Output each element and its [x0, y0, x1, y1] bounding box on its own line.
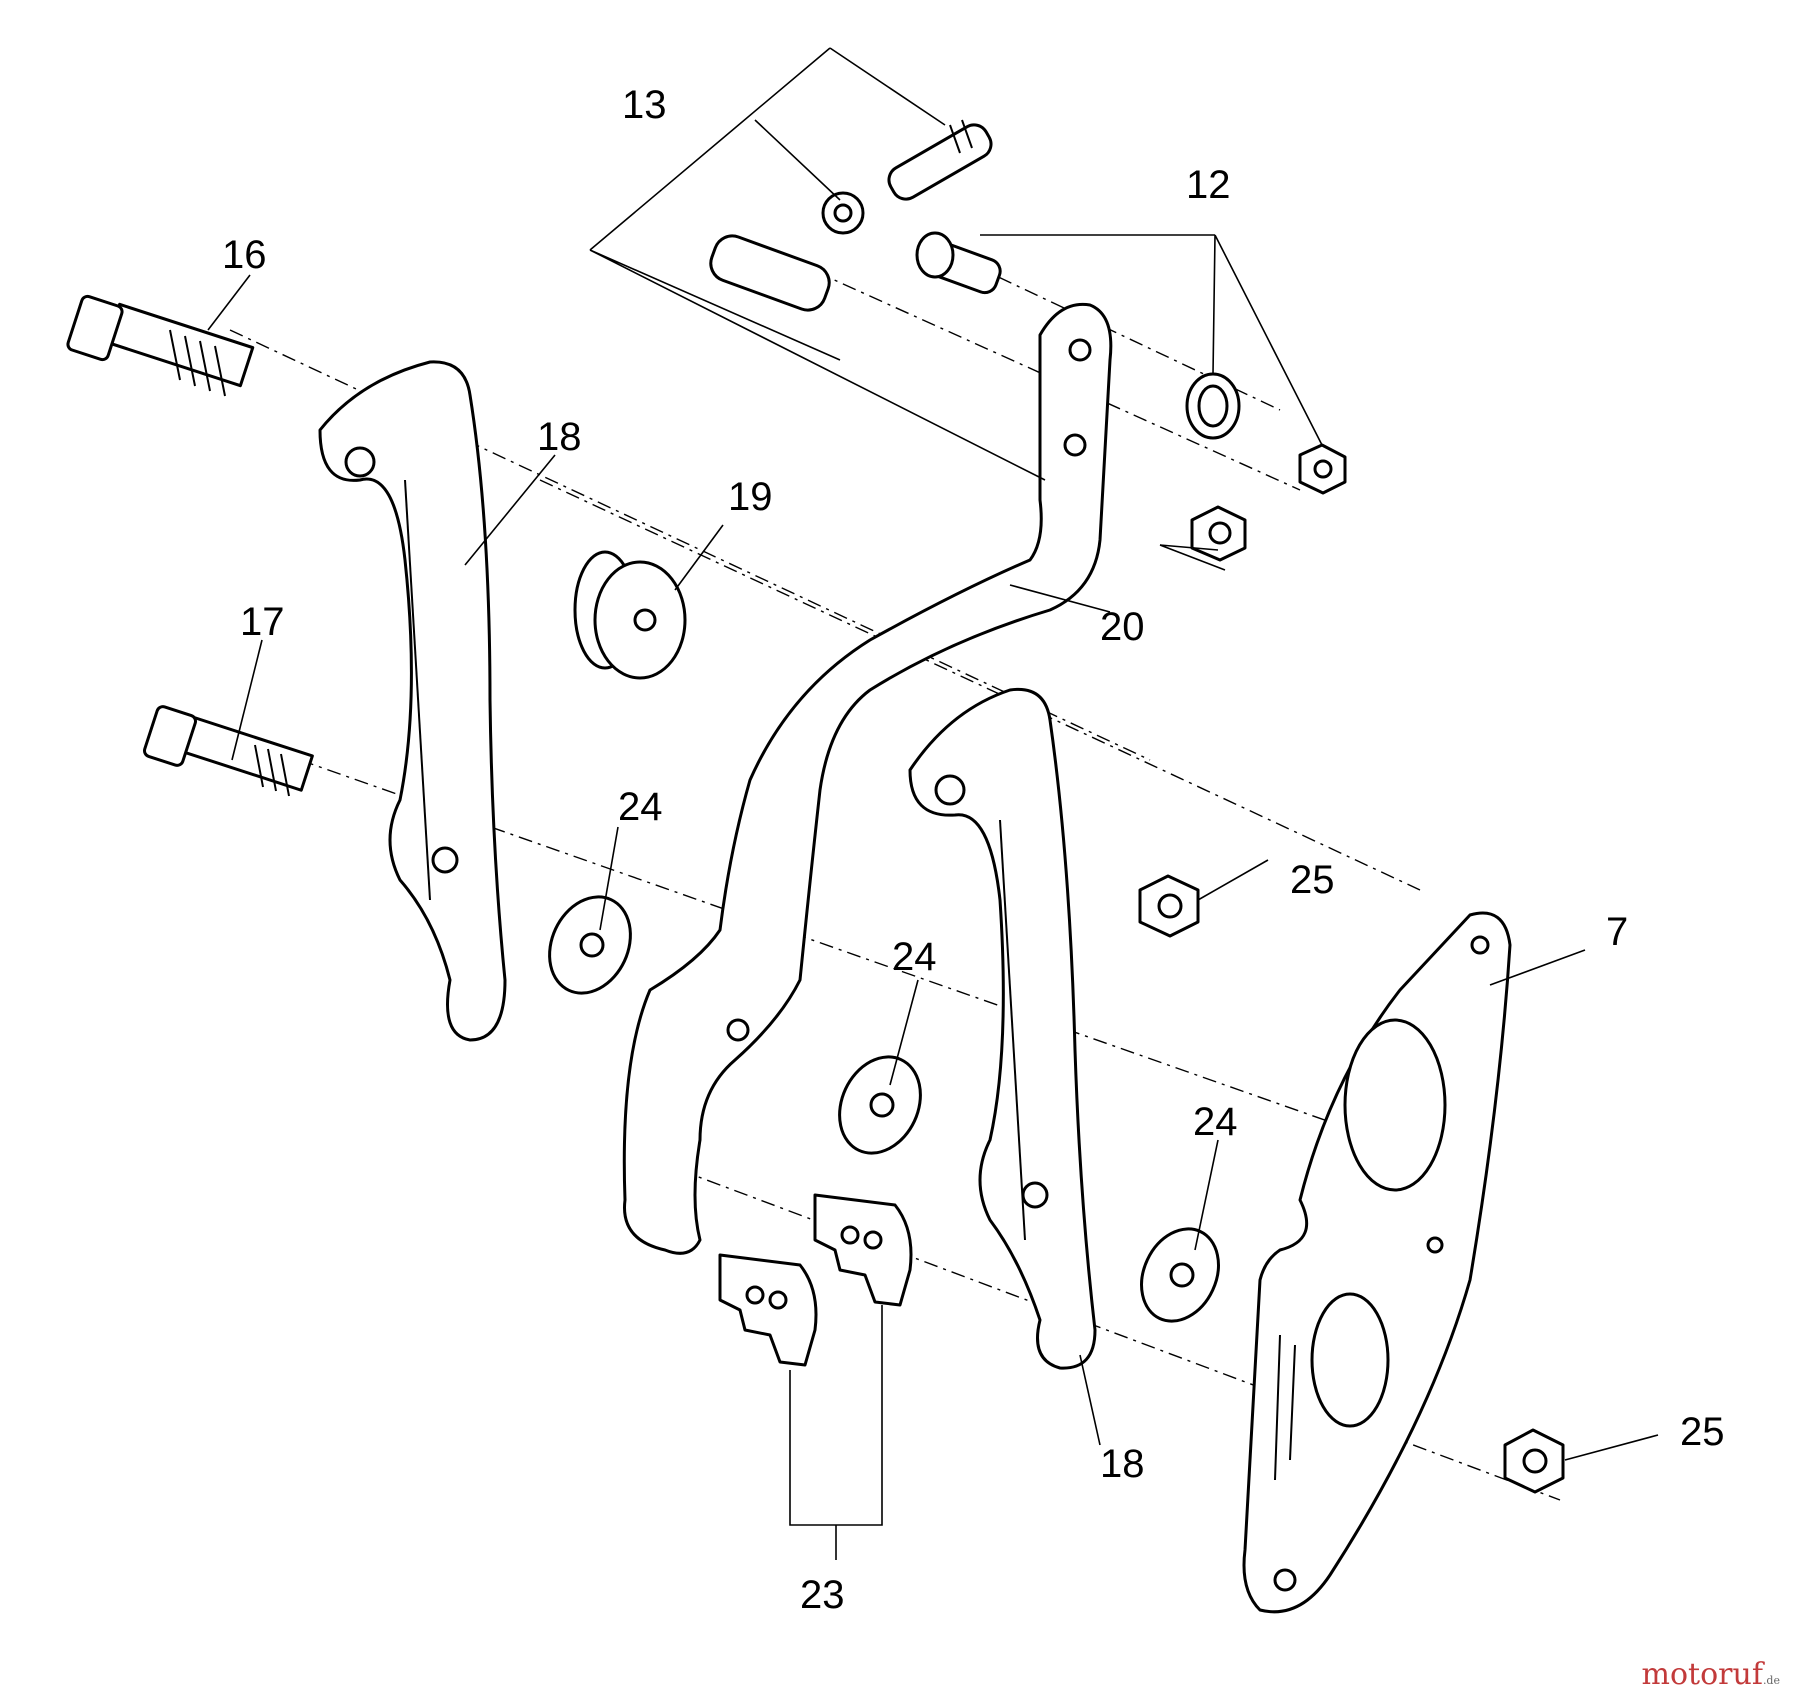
watermark-brand: motoruf	[1641, 1657, 1763, 1692]
lever-20	[622, 302, 1113, 1255]
brake-pad-23a	[718, 1253, 818, 1367]
callout-20: 20	[1100, 605, 1145, 649]
callout-23: 23	[800, 1573, 845, 1617]
callout-24-right: 24	[1193, 1100, 1238, 1144]
nut-12	[1298, 443, 1347, 495]
arm-18-left	[318, 360, 507, 1042]
callout-25-lower: 25	[1680, 1410, 1725, 1454]
locknut-25a	[1138, 874, 1200, 938]
arm-18-right	[908, 687, 1097, 1370]
callout-24-left: 24	[618, 785, 663, 829]
pin-12	[915, 231, 1002, 295]
watermark-tld: .de	[1762, 1674, 1780, 1687]
callout-12: 12	[1186, 163, 1231, 207]
leader-lines	[207, 47, 1659, 1560]
brake-pad-23b	[813, 1193, 913, 1307]
callout-17: 17	[240, 600, 285, 644]
linkage-13	[709, 119, 993, 312]
callout-13: 13	[622, 83, 667, 127]
washer-12	[1185, 372, 1241, 440]
callout-16: 16	[222, 233, 267, 277]
pulley-19	[573, 550, 687, 680]
callout-7: 7	[1606, 910, 1628, 954]
washer-24a	[548, 895, 632, 995]
callout-labels: 12 13 16 17 18 18 19 20 23 24 24 24 25 2…	[222, 83, 1725, 1617]
washer-24c	[1140, 1227, 1220, 1323]
callout-19: 19	[728, 475, 773, 519]
washer-24b	[838, 1055, 922, 1155]
bolt-17	[143, 705, 314, 797]
callout-25-upper: 25	[1290, 858, 1335, 902]
locknut-25b	[1503, 1428, 1565, 1494]
callout-24-center: 24	[892, 935, 937, 979]
callout-18-lower: 18	[1100, 1442, 1145, 1486]
nut-20	[1190, 505, 1247, 562]
callout-18-upper: 18	[537, 415, 582, 459]
bolt-16	[66, 294, 255, 397]
watermark-logo: motoruf.de	[1642, 1657, 1780, 1692]
plate-7	[1242, 911, 1512, 1614]
